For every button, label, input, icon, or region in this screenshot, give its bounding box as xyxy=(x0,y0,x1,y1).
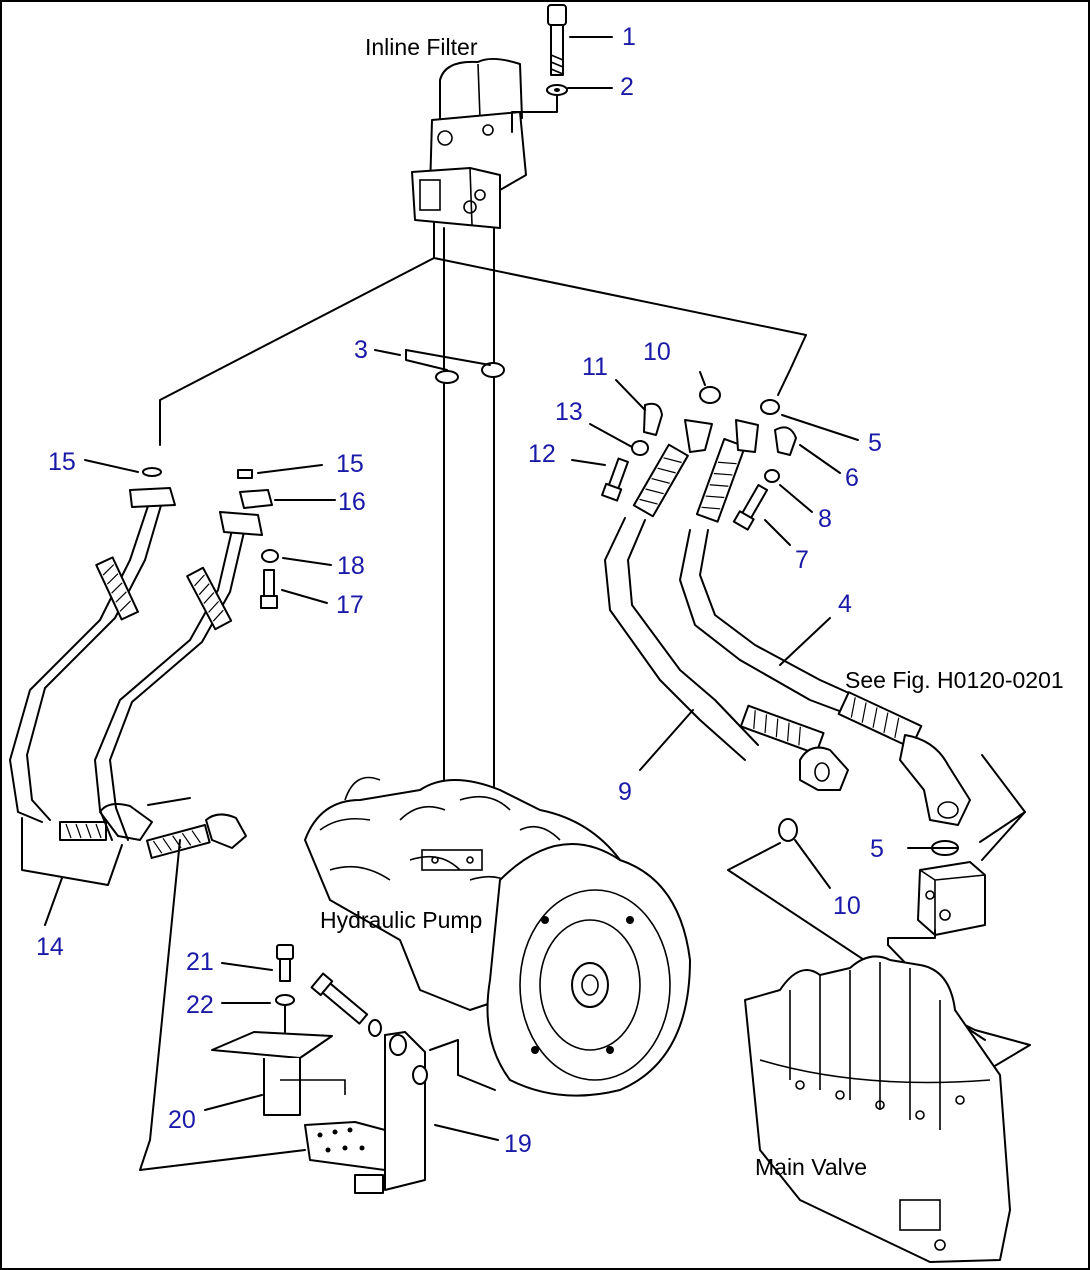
hose-part-4 xyxy=(679,419,971,826)
callout-16: 16 xyxy=(338,488,366,516)
callout-10a: 10 xyxy=(643,338,671,366)
bolt-part-12 xyxy=(601,457,629,502)
bolt-part-1 xyxy=(547,4,567,76)
callout-19: 19 xyxy=(504,1130,532,1158)
plate-part-20 xyxy=(211,1031,346,1116)
callout-3: 3 xyxy=(354,336,368,364)
callout-2: 2 xyxy=(620,73,634,101)
callout-20: 20 xyxy=(168,1106,196,1134)
main-valve xyxy=(744,955,1011,1263)
callout-10b: 10 xyxy=(833,892,861,920)
washer-part-8 xyxy=(764,469,780,483)
callout-14: 14 xyxy=(36,933,64,961)
o-ring-part-15b xyxy=(237,469,253,479)
split-flange-part-16 xyxy=(239,489,273,509)
callout-22: 22 xyxy=(186,991,214,1019)
callout-17: 17 xyxy=(336,591,364,619)
bolt-part-17 xyxy=(260,569,278,609)
caption-hydraulic-pump: Hydraulic Pump xyxy=(320,907,482,933)
leader-lines xyxy=(84,36,959,1141)
inline-filter xyxy=(411,58,527,229)
callout-5a: 5 xyxy=(868,429,882,457)
callout-15a: 15 xyxy=(48,448,76,476)
callout-18: 18 xyxy=(337,552,365,580)
washer-part-13 xyxy=(631,440,649,456)
callout-4: 4 xyxy=(838,590,852,618)
flange-block xyxy=(917,861,986,936)
o-ring-part-10a xyxy=(699,386,721,404)
o-ring-part-15a xyxy=(142,467,162,477)
caption-see-fig: See Fig. H0120-0201 xyxy=(845,667,1064,693)
o-ring-part-5a xyxy=(760,399,780,415)
callout-9: 9 xyxy=(618,778,632,806)
washer-part-18 xyxy=(261,549,279,563)
bolt-part-pump-mount xyxy=(310,972,369,1025)
washer-part-22 xyxy=(275,994,295,1006)
bolt-part-7 xyxy=(732,484,769,531)
callout-6: 6 xyxy=(845,464,859,492)
callout-8: 8 xyxy=(818,505,832,533)
split-flange-part-11 xyxy=(643,402,663,436)
callout-15b: 15 xyxy=(336,450,364,478)
hose-part-14-right xyxy=(94,511,263,859)
caption-main-valve: Main Valve xyxy=(755,1154,867,1180)
hydraulic-pump xyxy=(304,776,691,1097)
callout-13: 13 xyxy=(555,398,583,426)
hose-part-14-left xyxy=(9,487,191,841)
bolt-part-21 xyxy=(276,944,294,982)
callout-1: 1 xyxy=(622,23,636,51)
o-ring-part-3 xyxy=(405,349,505,384)
o-ring-part-10b xyxy=(778,818,798,842)
callout-7: 7 xyxy=(795,546,809,574)
callout-5b: 5 xyxy=(870,835,884,863)
split-flange-part-6 xyxy=(774,426,797,456)
callout-21: 21 xyxy=(186,948,214,976)
caption-inline-filter: Inline Filter xyxy=(365,34,478,60)
hose-part-9 xyxy=(604,419,849,791)
callout-11: 11 xyxy=(582,353,608,381)
callout-12: 12 xyxy=(528,440,556,468)
bracket-part-14 xyxy=(21,817,123,886)
bracket-part-19 xyxy=(304,1031,428,1194)
washer-part-2 xyxy=(511,84,568,133)
